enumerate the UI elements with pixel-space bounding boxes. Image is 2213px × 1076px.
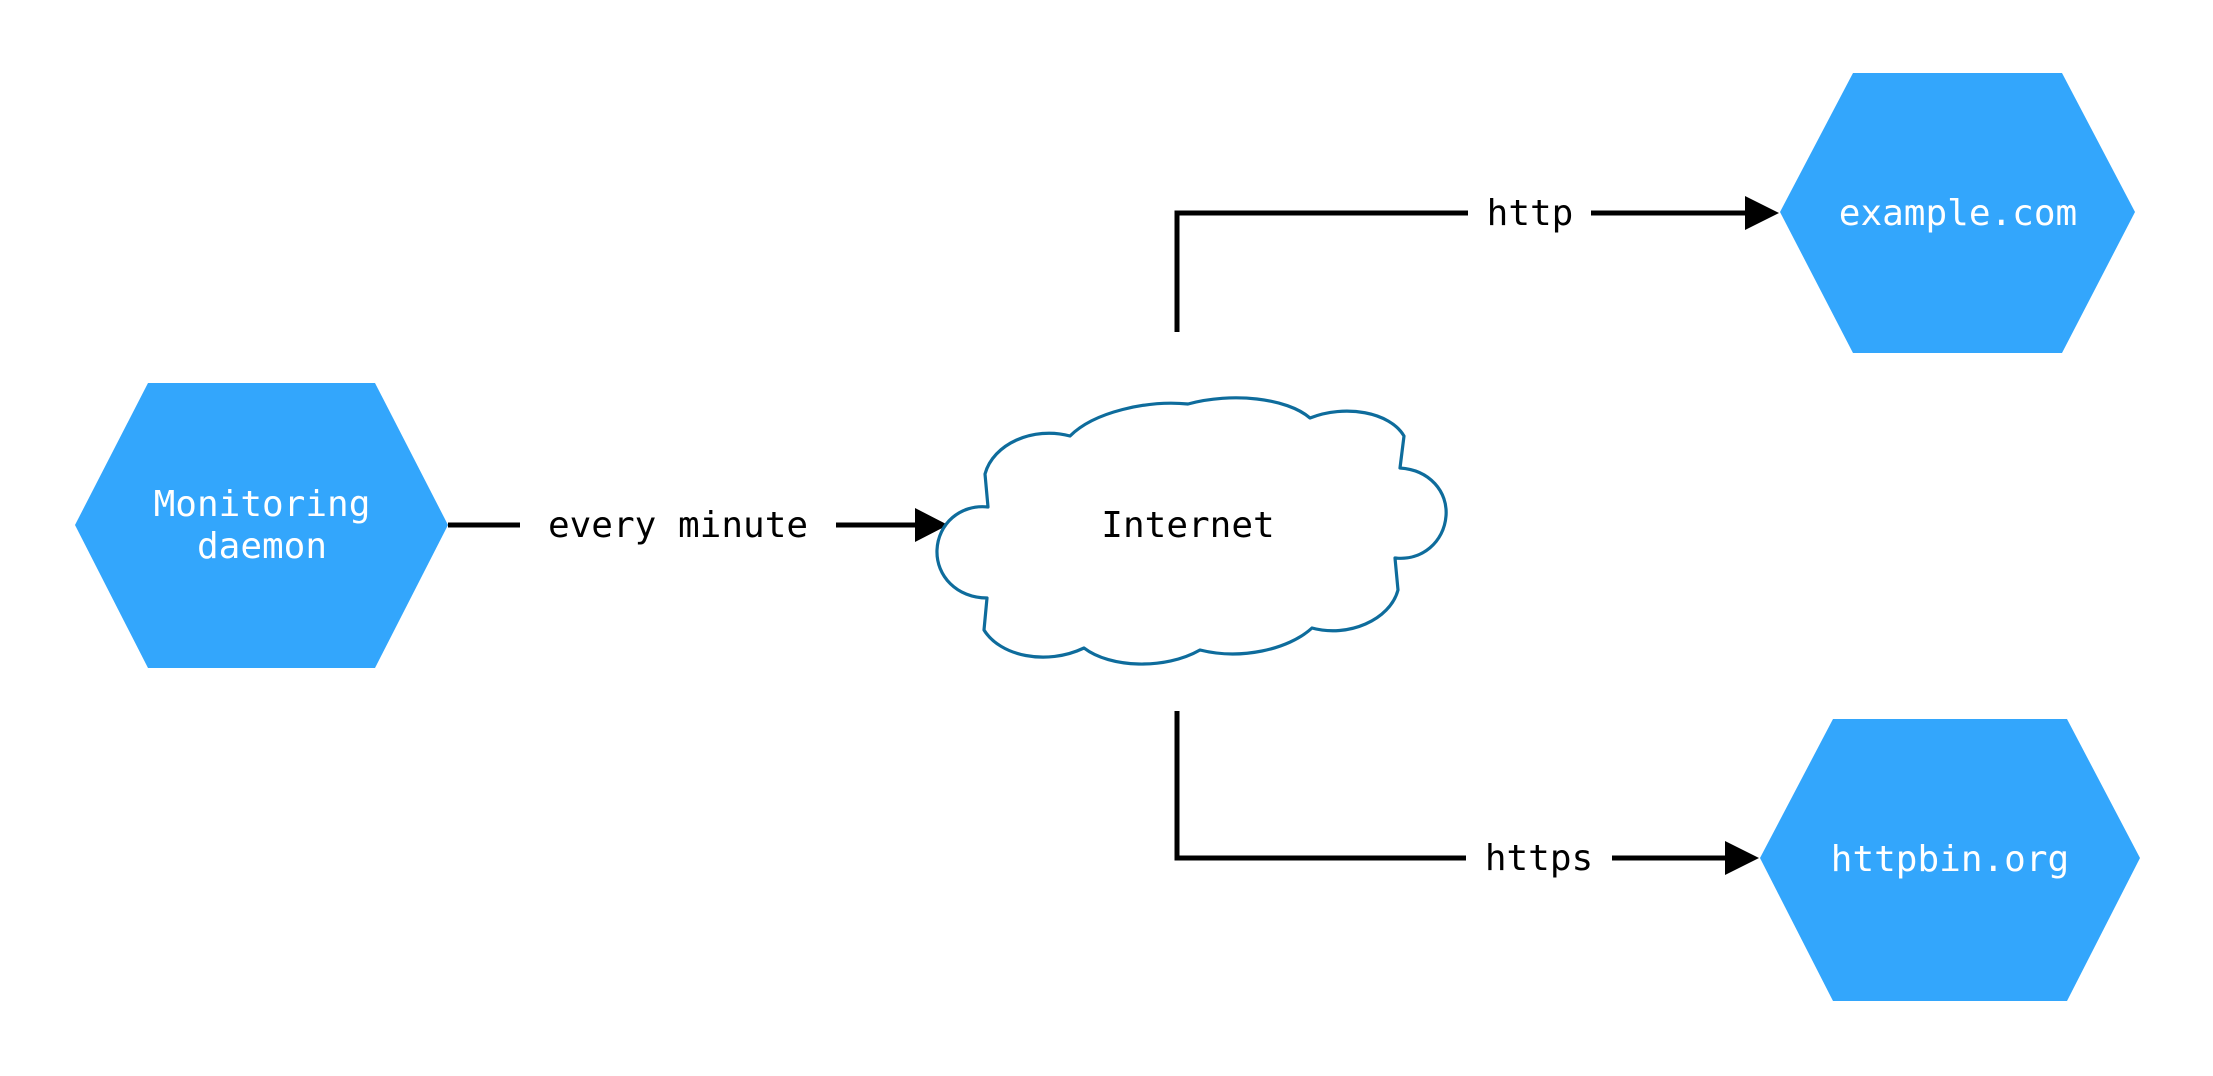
node-label-internet: Internet [1101, 505, 1274, 546]
hexagon-shape [1760, 719, 2140, 1001]
hexagon-shape [75, 383, 448, 668]
edge-daemon-to-internet[interactable]: every minute [448, 505, 948, 546]
node-monitoring-daemon[interactable]: Monitoring daemon [75, 383, 448, 668]
node-label-example-com: example.com [1839, 193, 2077, 234]
cloud-shape [935, 396, 1448, 666]
hexagon-shape [1780, 73, 2135, 353]
arrowhead-icon [1725, 841, 1759, 875]
arrowhead-icon [915, 508, 948, 542]
arrowhead-icon [1745, 196, 1779, 230]
edge-label-https: https [1485, 838, 1593, 879]
edge-label-http: http [1487, 193, 1574, 234]
node-label-monitoring-daemon-line1: Monitoring [154, 484, 371, 525]
edge-internet-to-example[interactable]: http [1174, 193, 1780, 332]
node-label-monitoring-daemon-line2: daemon [197, 526, 327, 567]
node-internet[interactable]: Internet [935, 396, 1448, 666]
node-example-com[interactable]: example.com [1780, 73, 2135, 353]
edge-internet-to-httpbin[interactable]: https [1174, 711, 1760, 879]
node-label-httpbin-org: httpbin.org [1831, 839, 2069, 880]
edge-label-every-minute: every minute [548, 505, 808, 546]
node-httpbin-org[interactable]: httpbin.org [1760, 719, 2140, 1001]
